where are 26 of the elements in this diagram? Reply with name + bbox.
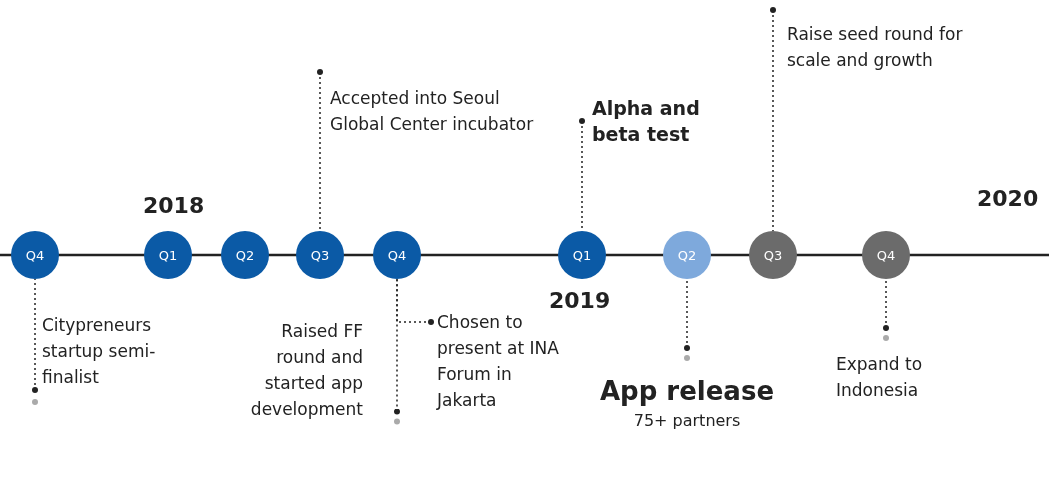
quarter-marker: Q4 — [373, 231, 421, 279]
quarter-marker: Q1 — [144, 231, 192, 279]
leader-line — [317, 69, 323, 232]
milestone-text: Citypreneurs startup semi-finalist — [35, 312, 177, 390]
milestone-text: Accepted into Seoul Global Center incubator — [320, 72, 540, 137]
milestone-text: Alpha and beta test — [582, 95, 722, 147]
leader-line — [684, 278, 690, 351]
leader-line — [394, 278, 400, 415]
milestone-text: Raised FF round and started app development — [245, 318, 368, 422]
milestone-text: Expand to Indonesia — [836, 328, 946, 403]
quarter-marker: Q2 — [663, 231, 711, 279]
milestone-subtitle: 75+ partners — [632, 410, 742, 432]
quarter-marker: Q3 — [296, 231, 344, 279]
quarter-marker: Q4 — [11, 231, 59, 279]
milestone-title: App release — [598, 375, 776, 408]
year-label: 2018 — [143, 193, 205, 218]
leader-line — [32, 278, 38, 393]
quarter-marker: Q1 — [558, 231, 606, 279]
quarter-marker: Q2 — [221, 231, 269, 279]
quarter-marker: Q3 — [749, 231, 797, 279]
leader-line — [770, 7, 776, 232]
leader-line — [883, 278, 889, 331]
milestone-text: Raise seed round for scale and growth — [773, 10, 1007, 73]
year-label: 2020 — [977, 186, 1039, 211]
quarter-marker: Q4 — [862, 231, 910, 279]
leader-line — [396, 278, 434, 325]
